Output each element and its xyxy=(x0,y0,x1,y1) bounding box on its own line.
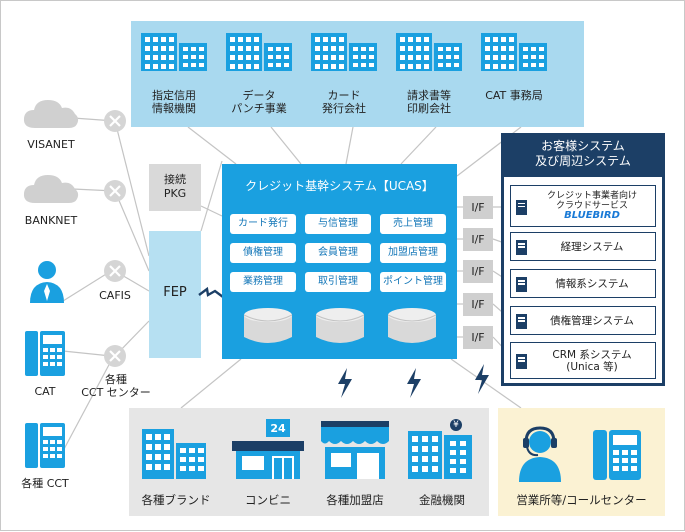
customer-systems-title: お客様システム 及び周辺システム xyxy=(535,139,631,168)
database-icon xyxy=(387,308,437,343)
lightning-icon xyxy=(475,364,489,394)
badge-label: 24 xyxy=(270,422,286,435)
customer-system-item: 経理システム xyxy=(510,232,656,261)
cct-center-label: 各種 CCT センター xyxy=(81,373,151,399)
customer-system-label: クレジット事業者向け クラウドサービス xyxy=(546,191,637,211)
top-entity-label: CAT 事務局 xyxy=(485,89,543,102)
cct-label: 各種 CCT xyxy=(21,477,69,490)
interface-box: I/F xyxy=(463,260,493,283)
core-function-item: 債権管理 xyxy=(230,243,296,263)
person-icon xyxy=(30,261,64,303)
cloud-icon xyxy=(23,100,79,128)
server-icon xyxy=(516,354,527,369)
building-icon xyxy=(481,33,547,71)
core-function-item: 売上管理 xyxy=(380,214,446,234)
banknet-label: BANKNET xyxy=(24,214,78,227)
core-function-item: 会員管理 xyxy=(305,243,371,263)
interface-box: I/F xyxy=(463,293,493,316)
customer-system-item: 債権管理システム xyxy=(510,306,656,335)
gateway-node-icon xyxy=(104,180,126,202)
bottom-entity-label: 各種加盟店 xyxy=(326,493,384,507)
call-center-label: 営業所等/コールセンター xyxy=(516,493,647,507)
customer-system-label: CRM 系システム (Unica 等) xyxy=(552,348,632,373)
bottom-entity-label: 各種ブランド xyxy=(141,493,211,507)
store-icon xyxy=(232,419,304,479)
fep-label: FEP xyxy=(163,285,187,300)
visanet-label: VISANET xyxy=(27,138,75,151)
core-function-item: 与信管理 xyxy=(305,214,371,234)
fep-box: FEP xyxy=(149,231,201,358)
bluebird-logo: BLUEBIRD xyxy=(564,210,620,221)
customer-system-label: 債権管理システム xyxy=(550,314,634,327)
building-icon xyxy=(141,33,207,71)
badge-label: ¥ xyxy=(453,420,459,430)
ucas-core-system: クレジット基幹システム【UCAS】 カード発行与信管理売上管理債権管理会員管理加… xyxy=(222,164,457,359)
customer-system-label: 情報系システム xyxy=(555,277,629,290)
core-function-item: 業務管理 xyxy=(230,272,296,292)
server-icon xyxy=(516,199,527,215)
server-icon xyxy=(516,314,527,329)
gateway-node-icon xyxy=(104,345,126,367)
lightning-icon xyxy=(338,368,352,398)
gateway-node-icon xyxy=(104,110,126,132)
operator-icon xyxy=(519,426,561,482)
pkg-label: 接続 PKG xyxy=(163,173,187,200)
building-icon xyxy=(226,33,292,71)
terminal-icon xyxy=(25,331,65,376)
top-entity-label: データ パンチ事業 xyxy=(231,89,287,115)
interface-box: I/F xyxy=(463,326,493,349)
core-function-item: 取引管理 xyxy=(305,272,371,292)
gateway-node-icon xyxy=(104,260,126,282)
building-icon xyxy=(142,429,206,479)
customer-system-label: 経理システム xyxy=(560,240,624,253)
building-icon xyxy=(396,33,462,71)
phone-icon xyxy=(593,430,641,480)
interface-box: I/F xyxy=(463,196,493,219)
cloud-icon xyxy=(23,175,79,203)
database-icon xyxy=(315,308,365,343)
interface-box: I/F xyxy=(463,228,493,251)
connection-pkg-box: 接続 PKG xyxy=(149,164,201,211)
server-icon xyxy=(516,240,527,255)
database-icon xyxy=(243,308,293,343)
bank-icon xyxy=(408,419,472,479)
cat-label: CAT xyxy=(34,385,56,398)
terminal-icon xyxy=(25,423,65,468)
core-function-item: ポイント管理 xyxy=(380,272,446,292)
lightning-icon xyxy=(198,286,224,298)
cafis-label: CAFIS xyxy=(99,289,131,302)
bottom-entity-label: 金融機関 xyxy=(419,493,465,507)
shop-icon xyxy=(321,421,389,479)
server-icon xyxy=(516,277,527,292)
core-title: クレジット基幹システム【UCAS】 xyxy=(245,179,434,193)
customer-system-item: CRM 系システム (Unica 等) xyxy=(510,342,656,379)
core-function-item: カード発行 xyxy=(230,214,296,234)
top-entity-label: カード 発行会社 xyxy=(322,89,366,115)
top-entity-label: 請求書等 印刷会社 xyxy=(407,89,451,115)
bottom-entity-label: コンビニ xyxy=(245,493,291,507)
lightning-icon xyxy=(407,368,421,398)
customer-system-item: 情報系システム xyxy=(510,269,656,298)
core-function-item: 加盟店管理 xyxy=(380,243,446,263)
building-icon xyxy=(311,33,377,71)
top-entity-label: 指定信用 情報機関 xyxy=(152,89,196,115)
